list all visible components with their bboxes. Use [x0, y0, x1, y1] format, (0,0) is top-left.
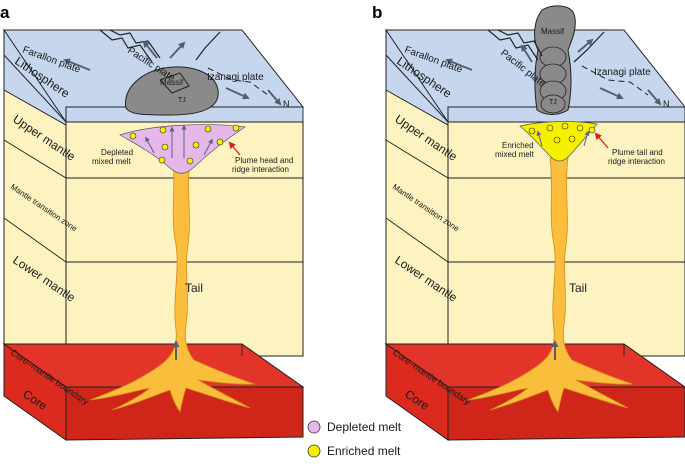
panel-a: a	[0, 3, 305, 441]
tail-label: Tail	[185, 281, 203, 295]
izanagi-ridge	[573, 31, 605, 63]
legend-enriched-swatch	[307, 444, 321, 458]
north-label: N	[663, 99, 670, 109]
massif-label: Massif	[160, 78, 184, 87]
north-label: N	[283, 99, 290, 109]
pacific-ridge-left	[487, 29, 539, 61]
plume-tail	[467, 157, 634, 414]
panel-b-letter: b	[372, 3, 382, 22]
tail-label: Tail	[569, 281, 587, 295]
melt-flow-arrows	[536, 130, 590, 147]
panel-b: b	[372, 3, 685, 441]
plume-tail	[89, 159, 256, 414]
melt-label: Enriched mixed melt	[495, 141, 536, 159]
interaction-label: Plume tail and ridge interaction	[608, 148, 665, 166]
izanagi-plate-label: Izanagi plate	[594, 67, 651, 78]
legend-depleted-label: Depleted melt	[327, 420, 402, 434]
legend-enriched-label: Enriched melt	[327, 444, 401, 458]
interaction-label: Plume head and ridge interaction	[232, 156, 296, 174]
izanagi-fracture-zone	[581, 65, 649, 96]
tj-label: TJ	[549, 99, 557, 106]
panel-a-letter: a	[0, 3, 10, 22]
melt-flow-arrows	[145, 124, 213, 158]
melt-dots	[129, 124, 240, 165]
izanagi-ridge	[195, 31, 221, 61]
interaction-arrow	[228, 141, 241, 156]
massif-label: Massif	[541, 27, 565, 36]
legend-depleted-swatch	[307, 420, 321, 434]
core-side	[447, 386, 685, 441]
core-side	[65, 386, 304, 441]
plate-motion-arrows	[445, 38, 662, 106]
plate-motion-arrows	[63, 40, 282, 106]
legend: Depleted melt Enriched melt	[307, 420, 402, 458]
tj-label: TJ	[178, 97, 186, 104]
melt-label: Depleted mixed melt	[92, 148, 135, 166]
interaction-arrow	[594, 132, 609, 149]
izanagi-fracture-zone	[207, 67, 269, 96]
melt-dots	[528, 122, 596, 144]
pacific-ridge-left	[99, 29, 153, 63]
izanagi-plate-label: Izanagi plate	[207, 72, 264, 83]
massif	[124, 66, 219, 116]
